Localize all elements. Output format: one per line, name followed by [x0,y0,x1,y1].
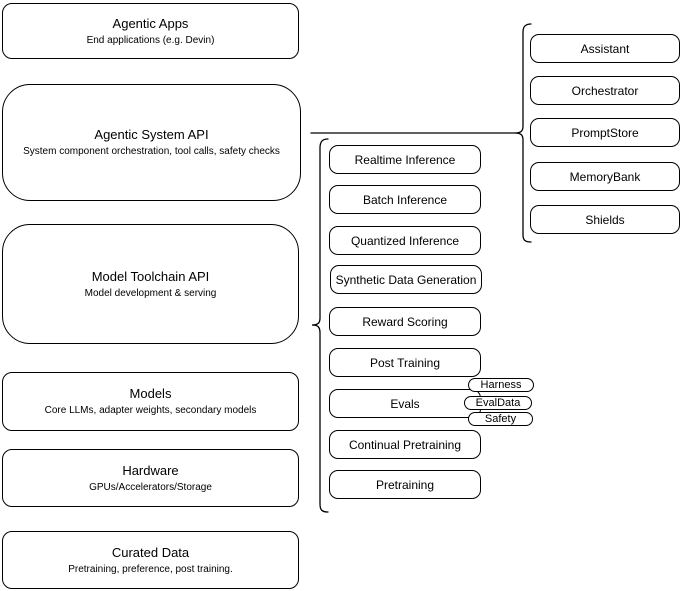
node-title: Curated Data [111,544,190,560]
node-promptstore: PromptStore [530,118,680,147]
node-agentic-system-api: Agentic System API System component orch… [2,84,301,201]
node-subtitle: Core LLMs, adapter weights, secondary mo… [44,405,257,416]
node-post-training: Post Training [329,348,481,377]
system-components-brace [514,23,532,243]
node-models: Models Core LLMs, adapter weights, secon… [2,372,299,431]
node-subtitle: End applications (e.g. Devin) [86,34,215,46]
node-title: Hardware [122,462,179,478]
node-subtitle: GPUs/Accelerators/Storage [89,481,212,493]
node-title: Model Toolchain API [91,268,210,284]
toolchain-brace [311,138,329,513]
node-subtitle: Model development & serving [84,287,217,299]
tag-evaldata: EvalData [464,396,532,410]
node-memorybank: MemoryBank [530,162,680,191]
tag-safety: Safety [468,412,533,426]
node-synthetic-data-generation: Synthetic Data Generation [330,265,482,294]
node-curated-data: Curated Data Pretraining, preference, po… [2,531,299,589]
node-continual-pretraining: Continual Pretraining [329,430,481,459]
node-realtime-inference: Realtime Inference [329,145,481,174]
node-orchestrator: Orchestrator [530,76,680,105]
node-assistant: Assistant [530,34,680,63]
node-title: Models [129,386,172,401]
node-hardware: Hardware GPUs/Accelerators/Storage [2,449,299,507]
node-shields: Shields [530,205,680,234]
node-pretraining: Pretraining [329,470,481,499]
tag-harness: Harness [468,378,534,392]
node-evals: Evals [329,389,481,418]
node-subtitle: Pretraining, preference, post training. [68,563,233,575]
node-title: Agentic System API [94,127,209,142]
node-model-toolchain-api: Model Toolchain API Model development & … [2,224,299,344]
node-batch-inference: Batch Inference [329,185,481,214]
node-title: Agentic Apps [112,15,189,31]
node-agentic-apps: Agentic Apps End applications (e.g. Devi… [2,3,299,59]
node-subtitle: System component orchestration, tool cal… [23,146,280,157]
node-reward-scoring: Reward Scoring [329,307,481,336]
node-quantized-inference: Quantized Inference [329,226,481,255]
